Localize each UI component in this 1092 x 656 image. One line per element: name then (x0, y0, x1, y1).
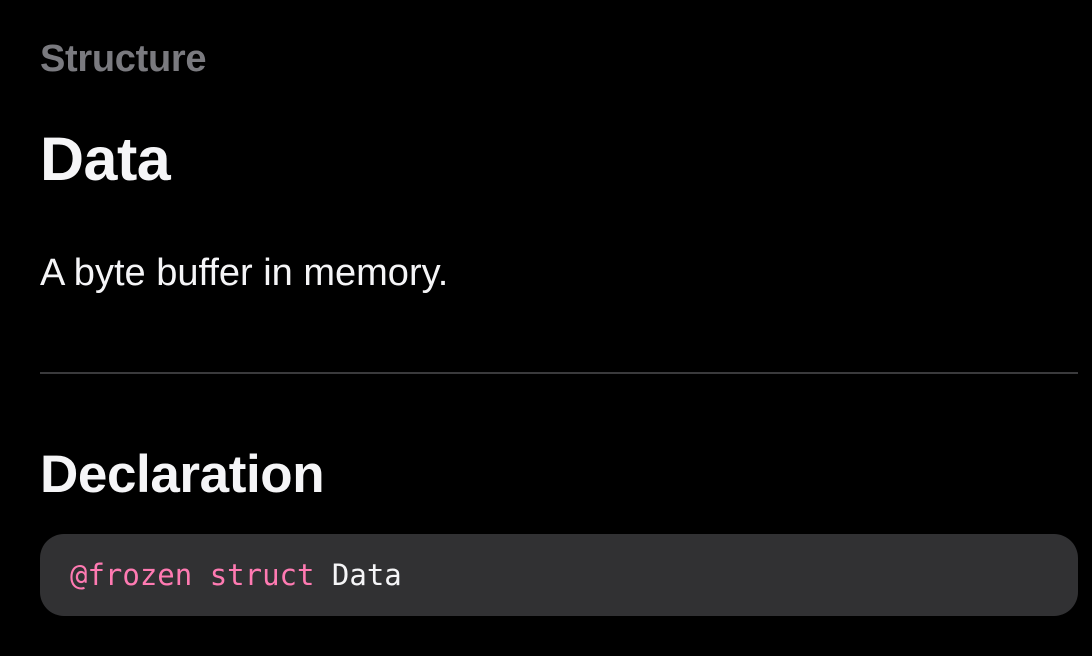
code-type-name: Data (331, 558, 402, 592)
section-divider (40, 372, 1078, 374)
symbol-kind-eyebrow: Structure (40, 38, 207, 80)
declaration-heading: Declaration (40, 445, 325, 504)
code-attribute: @frozen (70, 558, 193, 592)
abstract-text: A byte buffer in memory. (40, 252, 449, 294)
page-title: Data (40, 125, 171, 193)
declaration-code-block: @frozen struct Data (40, 534, 1078, 616)
code-keyword: struct (209, 558, 315, 592)
